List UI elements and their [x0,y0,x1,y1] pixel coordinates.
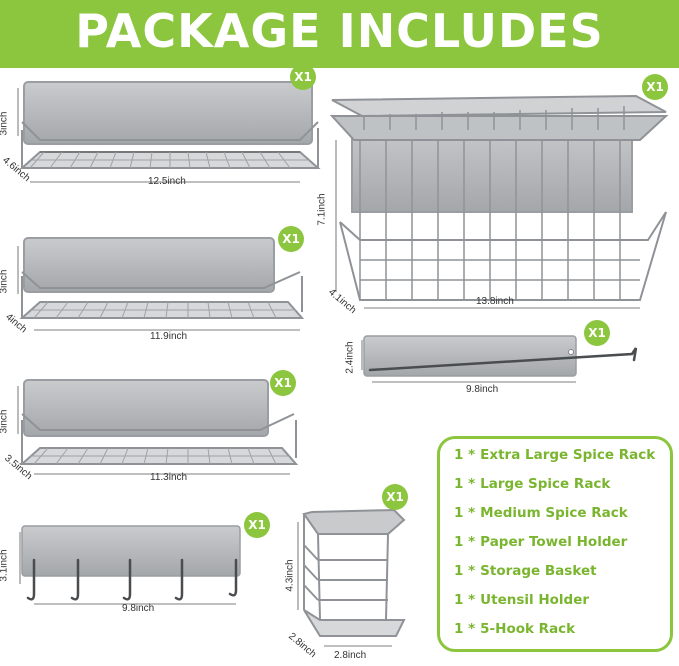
qty-badge: X1 [244,512,270,538]
dimension-label: 3.1inch [0,549,10,582]
list-item-label: Medium Spice Rack [480,505,628,521]
dimension-label: 11.3inch [150,472,188,483]
list-item: 1 *Extra Large Spice Rack [454,447,655,463]
dimension-label: 11.9inch [150,331,188,342]
page-title: PACKAGE INCLUDES [75,4,604,58]
dimension-label: 2.4inch [344,341,356,374]
dimension-label: 13.8inch [476,296,514,307]
qty-badge: X1 [270,370,296,396]
dimension-label: 9.8inch [122,603,155,614]
extra-large-spice-rack-illustration [19,81,321,169]
list-item-qty: 1 * [454,505,476,521]
qty-badge: X1 [278,226,304,252]
dimension-label: 2.8inch [334,650,367,661]
large-spice-rack-illustration [19,237,305,319]
list-item-label: Storage Basket [480,563,597,579]
list-item-qty: 1 * [454,592,476,608]
list-item-qty: 1 * [454,447,476,463]
dimension-label: 3inch [0,409,10,434]
list-item-label: Large Spice Rack [480,476,611,492]
qty-badge: X1 [642,74,668,100]
list-item: 1 *Storage Basket [454,563,597,579]
list-item-qty: 1 * [454,534,476,550]
list-item: 1 *Utensil Holder [454,592,589,608]
list-item-qty: 1 * [454,476,476,492]
dimension-label: 3inch [0,111,10,136]
dimension-label: 12.5inch [148,176,186,187]
list-item: 1 *Paper Towel Holder [454,534,627,550]
qty-badge: X1 [584,320,610,346]
contents-list: 1 *Extra Large Spice Rack 1 *Large Spice… [437,436,673,652]
storage-basket-illustration [329,94,669,301]
list-item-label: Extra Large Spice Rack [480,447,656,463]
list-item-qty: 1 * [454,563,476,579]
dimension-label: 4.3inch [284,559,296,592]
qty-badge: X1 [290,64,316,90]
header-banner: PACKAGE INCLUDES [0,0,679,68]
5-hook-rack-illustration [21,525,241,601]
list-item: 1 *5-Hook Rack [454,621,575,637]
list-item-qty: 1 * [454,621,476,637]
utensil-holder-illustration [302,508,406,637]
list-item: 1 *Medium Spice Rack [454,505,628,521]
list-item-label: Utensil Holder [480,592,590,608]
dimension-label: 3inch [0,269,10,294]
paper-towel-holder-illustration [363,335,638,377]
medium-spice-rack-illustration [19,379,299,465]
dimension-label: 9.8inch [466,384,499,395]
list-item: 1 *Large Spice Rack [454,476,610,492]
dimension-label: 7.1inch [316,193,328,226]
list-item-label: 5-Hook Rack [480,621,576,637]
qty-badge: X1 [382,484,408,510]
list-item-label: Paper Towel Holder [480,534,628,550]
